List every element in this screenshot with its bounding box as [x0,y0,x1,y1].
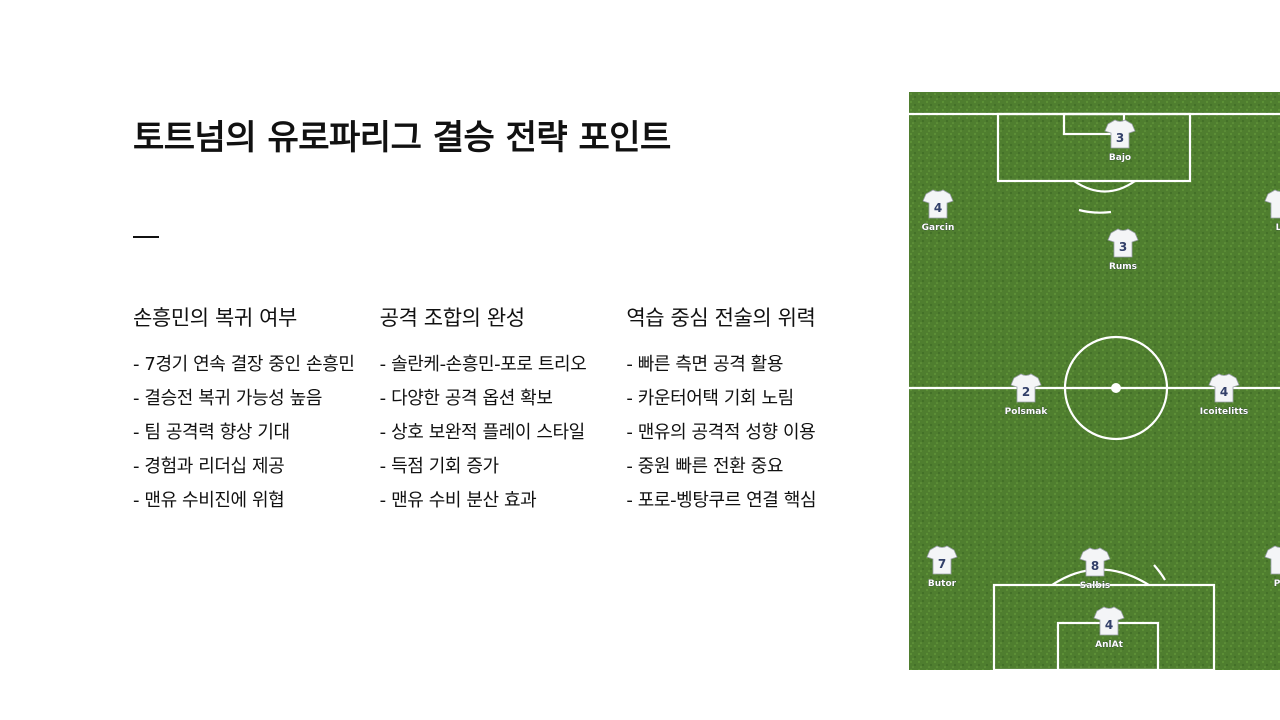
column-heading: 공격 조합의 완성 [379,306,525,330]
jersey-number: 3 [1116,131,1124,145]
jersey-number: 4 [1105,618,1113,632]
bullet-list: - 7경기 연속 결장 중인 손흥민 - 결승전 복귀 가능성 높음 - 팀 공… [133,348,374,518]
jersey-number: 3 [1119,240,1127,254]
column-counter-attack: 역습 중심 전술의 위력 - 빠른 측면 공격 활용 - 카운터어택 기회 노림… [626,302,873,518]
list-item: - 결승전 복귀 가능성 높음 [133,388,322,409]
jersey-number: 4 [1220,385,1228,399]
jersey-number: 4 [934,201,942,215]
column-attack-combo: 공격 조합의 완성 - 솔란케-손흥민-포로 트리오 - 다양한 공격 옵션 확… [380,302,627,518]
player-name-label: Pa [1274,579,1280,589]
player-figure: Pa [1264,545,1280,589]
list-item: - 맨유 수비 분산 효과 [379,490,537,511]
list-item: - 맨유 수비진에 위협 [133,490,285,511]
bullet-list: - 빠른 측면 공격 활용 - 카운터어택 기회 노림 - 맨유의 공격적 성향… [626,348,867,518]
list-item: - 빠른 측면 공격 활용 [626,354,784,375]
column-heading: 역습 중심 전술의 위력 [626,306,816,330]
column-heading: 손흥민의 복귀 여부 [133,306,297,330]
list-item: - 맨유의 공격적 성향 이용 [626,422,816,443]
list-item: - 카운터어택 기회 노림 [626,388,794,409]
player-name-label: Butor [928,579,957,589]
jersey-number: 2 [1022,385,1030,399]
player-name-label: AnlAt [1095,640,1123,650]
list-item: - 포로-벵탕쿠르 연결 핵심 [626,490,817,511]
player-name-label: Li [1276,223,1280,233]
pitch-illustration: 3Bajo4GarcinLi3Rums2Polsmak4Icoitelitts7… [909,92,1280,670]
player-name-label: Salbis [1080,581,1111,591]
title-underline [133,236,159,238]
player-name-label: Garcin [922,223,955,233]
player-name-label: Rums [1109,262,1137,272]
column-son-return: 손흥민의 복귀 여부 - 7경기 연속 결장 중인 손흥민 - 결승전 복귀 가… [133,302,380,518]
list-item: - 상호 보완적 플레이 스타일 [379,422,586,443]
jersey-number: 8 [1091,559,1099,573]
list-item: - 중원 빠른 전환 중요 [626,456,784,477]
list-item: - 경험과 리더십 제공 [133,456,285,477]
player-name-label: Bajo [1109,153,1131,163]
content-columns: 손흥민의 복귀 여부 - 7경기 연속 결장 중인 손흥민 - 결승전 복귀 가… [133,302,873,518]
list-item: - 팀 공격력 향상 기대 [133,422,290,443]
slide-title: 토트넘의 유로파리그 결승 전략 포인트 [133,118,671,158]
center-spot [1111,383,1121,393]
list-item: - 솔란케-손흥민-포로 트리오 [379,354,587,375]
player-name-label: Polsmak [1005,407,1049,417]
players-layer: 3Bajo4GarcinLi3Rums2Polsmak4Icoitelitts7… [921,119,1280,650]
player-figure: Li [1264,189,1280,233]
football-pitch-image: 3Bajo4GarcinLi3Rums2Polsmak4Icoitelitts7… [909,92,1280,670]
list-item: - 7경기 연속 결장 중인 손흥민 [133,354,355,375]
list-item: - 다양한 공격 옵션 확보 [379,388,553,409]
jersey-number: 7 [938,557,946,571]
list-item: - 득점 기회 증가 [379,456,499,477]
bullet-list: - 솔란케-손흥민-포로 트리오 - 다양한 공격 옵션 확보 - 상호 보완적… [380,348,621,518]
player-name-label: Icoitelitts [1200,407,1249,417]
